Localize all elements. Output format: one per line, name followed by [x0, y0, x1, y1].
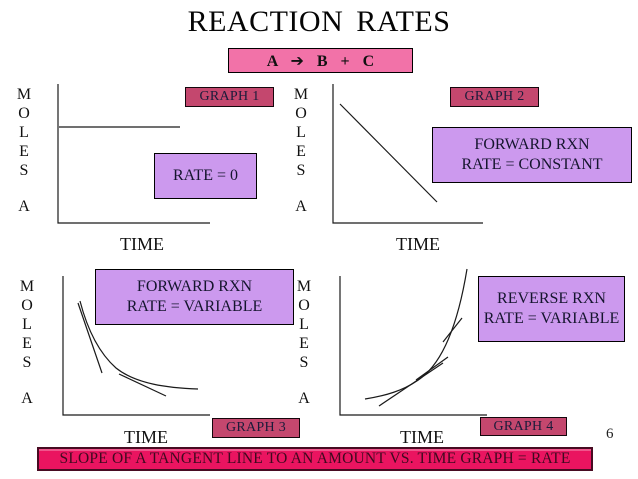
- species-label: A: [21, 390, 33, 407]
- graph3-y-axis-label: M O L E S A: [15, 277, 39, 408]
- y-axis-letter: M: [293, 86, 309, 103]
- graph4-badge: GRAPH 4: [480, 417, 567, 436]
- badge-label: GRAPH 1: [199, 89, 260, 104]
- page-title: REACTION RATES: [187, 5, 451, 38]
- species-label: A: [298, 390, 310, 407]
- graph1-annotation-box: RATE = 0: [154, 153, 257, 199]
- y-axis-letter: O: [295, 105, 307, 122]
- graph4-tangent-line-3: [442, 317, 463, 343]
- graph1-y-axis-label: M O L E S A: [12, 85, 36, 216]
- y-axis-letter: M: [296, 278, 312, 295]
- graph3-tangent-line-1: [77, 302, 103, 374]
- graph2-badge: GRAPH 2: [450, 87, 539, 107]
- graph3-annotation-box: FORWARD RXN RATE = VARIABLE: [95, 269, 294, 325]
- annotation-line: RATE = CONSTANT: [461, 156, 603, 173]
- y-axis-letter: E: [19, 143, 29, 160]
- graph2-declining-line: [339, 103, 438, 203]
- graph1-x-axis-label: TIME: [120, 234, 164, 254]
- graph2-annotation-box: FORWARD RXN RATE = CONSTANT: [432, 127, 632, 183]
- graph4-annotation-box: REVERSE RXN RATE = VARIABLE: [478, 276, 625, 342]
- species-label: A: [295, 198, 307, 215]
- y-axis-letter: M: [19, 278, 35, 295]
- y-axis-letter: S: [19, 162, 29, 179]
- annotation-line: FORWARD RXN: [474, 136, 590, 153]
- graph2-y-axis-label: M O L E S A: [289, 85, 313, 216]
- equation-box: A ➔ B + C: [228, 48, 413, 73]
- graph1-axes: [57, 84, 210, 224]
- badge-label: GRAPH 4: [493, 418, 554, 434]
- y-axis-letter: E: [296, 143, 306, 160]
- graph1-badge: GRAPH 1: [185, 87, 274, 107]
- graph4-x-axis-label: TIME: [400, 427, 444, 447]
- annotation-line: REVERSE RXN: [497, 290, 606, 307]
- y-axis-letter: S: [296, 162, 306, 179]
- badge-label: GRAPH 2: [464, 89, 525, 104]
- graph2-x-axis-label: TIME: [396, 234, 440, 254]
- annotation-line: RATE = 0: [172, 167, 239, 184]
- annotation-line: RATE = VARIABLE: [126, 298, 263, 315]
- y-axis-letter: M: [16, 86, 32, 103]
- page-number: 6: [606, 426, 614, 442]
- equation-text: A ➔ B + C: [266, 52, 375, 70]
- graph4-tangent-line-2: [415, 356, 449, 381]
- y-axis-letter: E: [299, 335, 309, 352]
- graph3-tangent-line-2: [118, 373, 167, 397]
- y-axis-letter: L: [299, 316, 309, 333]
- graph3-badge: GRAPH 3: [212, 418, 300, 438]
- graph2-axes: [332, 84, 483, 224]
- y-axis-letter: L: [19, 124, 29, 141]
- graph4-axes: [339, 276, 487, 416]
- y-axis-letter: L: [22, 316, 32, 333]
- graph4-tangent-line-1: [378, 362, 444, 407]
- footer-banner: SLOPE OF A TANGENT LINE TO AN AMOUNT VS.…: [37, 447, 593, 471]
- y-axis-letter: O: [298, 297, 310, 314]
- y-axis-letter: O: [18, 105, 30, 122]
- graph3-decay-curve: [79, 300, 199, 390]
- y-axis-letter: E: [22, 335, 32, 352]
- graph3-axes: [62, 276, 210, 416]
- y-axis-letter: S: [22, 354, 32, 371]
- y-axis-letter: L: [296, 124, 306, 141]
- graph4-y-axis-label: M O L E S A: [292, 277, 316, 408]
- y-axis-letter: S: [299, 354, 309, 371]
- footer-text: SLOPE OF A TANGENT LINE TO AN AMOUNT VS.…: [59, 450, 571, 467]
- y-axis-letter: O: [21, 297, 33, 314]
- annotation-line: FORWARD RXN: [136, 278, 253, 295]
- badge-label: GRAPH 3: [225, 420, 287, 435]
- annotation-line: RATE = VARIABLE: [483, 310, 620, 327]
- graph3-x-axis-label: TIME: [124, 427, 168, 447]
- species-label: A: [18, 198, 30, 215]
